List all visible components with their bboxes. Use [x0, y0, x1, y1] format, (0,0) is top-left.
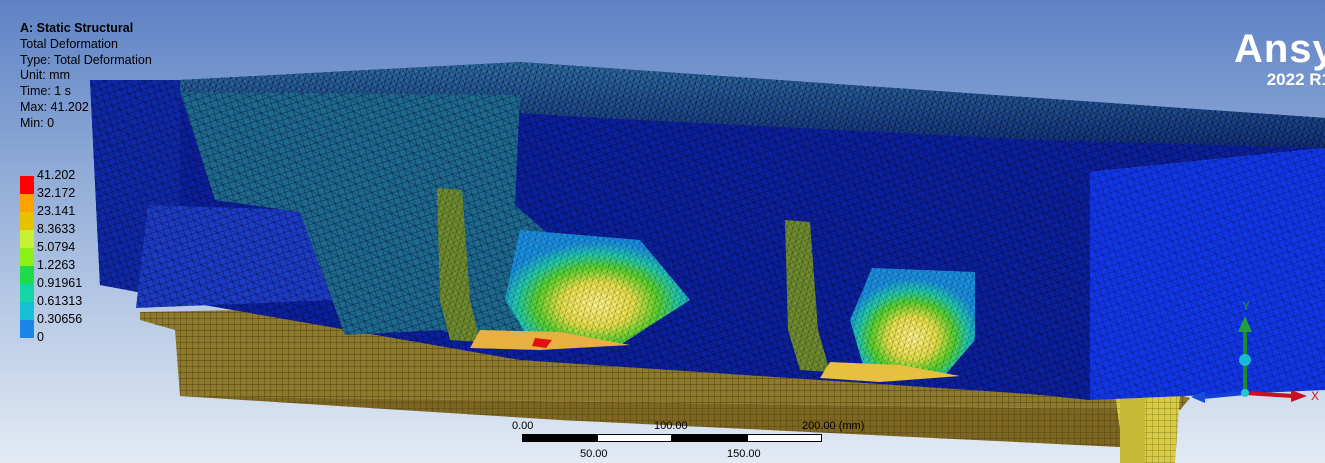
- scale-tick: 100.00: [654, 420, 688, 432]
- result-name: Total Deformation: [20, 36, 118, 51]
- ansys-logo: Ansys 2022 R1: [1234, 28, 1325, 90]
- legend-value: 0: [37, 330, 44, 344]
- result-type: Type: Total Deformation: [20, 52, 152, 67]
- legend-swatch: [20, 302, 34, 320]
- legend-value: 23.141: [37, 204, 76, 218]
- scale-segment: [672, 434, 747, 442]
- x-axis-arrow: [1244, 391, 1294, 398]
- mesh-body: [90, 62, 1325, 400]
- result-info-panel: A: Static Structural Total Deformation T…: [20, 21, 152, 132]
- scale-tick: 150.00: [727, 448, 761, 460]
- brand-name: Ansys: [1233, 27, 1325, 71]
- scale-tick: 50.00: [580, 448, 608, 460]
- legend-value: 8.3633: [37, 222, 76, 236]
- legend-swatch: [20, 176, 34, 194]
- legend-value: 5.0794: [37, 240, 76, 254]
- legend-swatch: [20, 194, 34, 212]
- y-axis-label: Y: [1242, 299, 1250, 313]
- legend-swatch: [20, 212, 34, 230]
- scale-segment: [597, 434, 672, 442]
- y-axis-arrowhead: [1238, 316, 1252, 332]
- legend-swatch: [20, 284, 34, 302]
- scale-tick: 200.00 (mm): [802, 420, 865, 432]
- x-axis-arrowhead: [1291, 390, 1307, 402]
- legend-swatch: [20, 230, 34, 248]
- legend-value: 0.91961: [37, 276, 83, 290]
- scale-segment: [522, 434, 597, 442]
- legend-swatch: [20, 266, 34, 284]
- result-unit: Unit: mm: [20, 68, 70, 83]
- z-axis-arrowhead: [1191, 391, 1205, 403]
- legend-value: 1.2263: [37, 258, 76, 272]
- axis-triad[interactable]: Y X: [1185, 298, 1325, 408]
- result-min: Min: 0: [20, 115, 55, 130]
- scale-tick: 0.00: [512, 420, 534, 432]
- deformation-hotspot: [437, 188, 690, 350]
- legend-value: 0.61313: [37, 294, 83, 308]
- scale-bar: 0.00 100.00 200.00 (mm) 50.00 150.00: [512, 420, 864, 460]
- legend-swatch: [20, 320, 34, 338]
- brand-version: 2022 R1: [1266, 70, 1325, 89]
- x-axis-label: X: [1311, 389, 1319, 403]
- deformation-hotspot: [785, 220, 975, 382]
- analysis-title: A: Static Structural: [20, 21, 134, 35]
- legend-value: 32.172: [37, 186, 76, 200]
- legend-swatch: [20, 248, 34, 266]
- scale-segment: [747, 434, 822, 442]
- triad-origin: [1241, 389, 1249, 397]
- triad-sphere: [1239, 354, 1251, 366]
- legend-value: 41.202: [37, 168, 76, 182]
- result-time: Time: 1 s: [20, 84, 71, 99]
- legend-value: 0.30656: [37, 312, 83, 326]
- result-max: Max: 41.202: [20, 99, 89, 114]
- z-axis-arrow: [1202, 391, 1246, 399]
